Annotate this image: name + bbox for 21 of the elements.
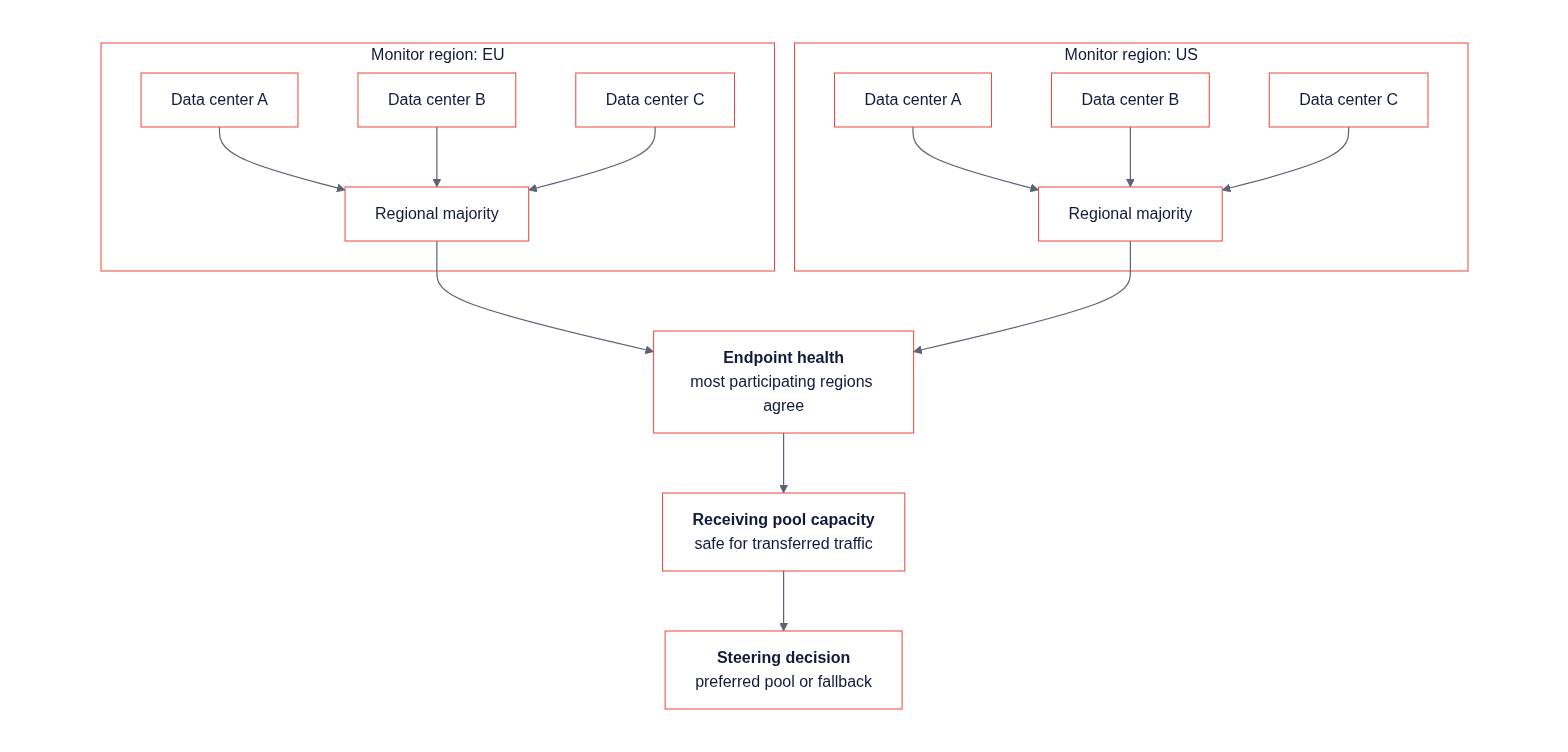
arrow: [431, 126, 441, 188]
arrow: [435, 240, 654, 355]
arrow: [911, 126, 1039, 193]
node-box: Data center B: [356, 72, 516, 128]
node-box: Data center C: [1268, 72, 1428, 128]
node-box: Data center C: [574, 72, 735, 128]
node-box: Receiving pool capacity safe for transferred traffic: [661, 492, 905, 572]
arrow: [527, 126, 656, 193]
node-box: Endpoint health most participating regions agree: [652, 330, 914, 434]
arrow: [778, 432, 788, 494]
arrow: [1125, 126, 1135, 188]
node-box: Steering decision preferred pool or fallback: [664, 630, 903, 710]
node-box: Data center A: [140, 72, 298, 128]
node-box: Data center B: [1050, 72, 1210, 128]
node-box: Regional majority: [344, 186, 529, 242]
arrow: [912, 240, 1131, 355]
arrow: [778, 570, 788, 632]
node-box: Regional majority: [1037, 186, 1223, 242]
node-box: Data center A: [833, 72, 992, 128]
arrow: [1221, 126, 1349, 193]
arrow: [218, 126, 345, 193]
